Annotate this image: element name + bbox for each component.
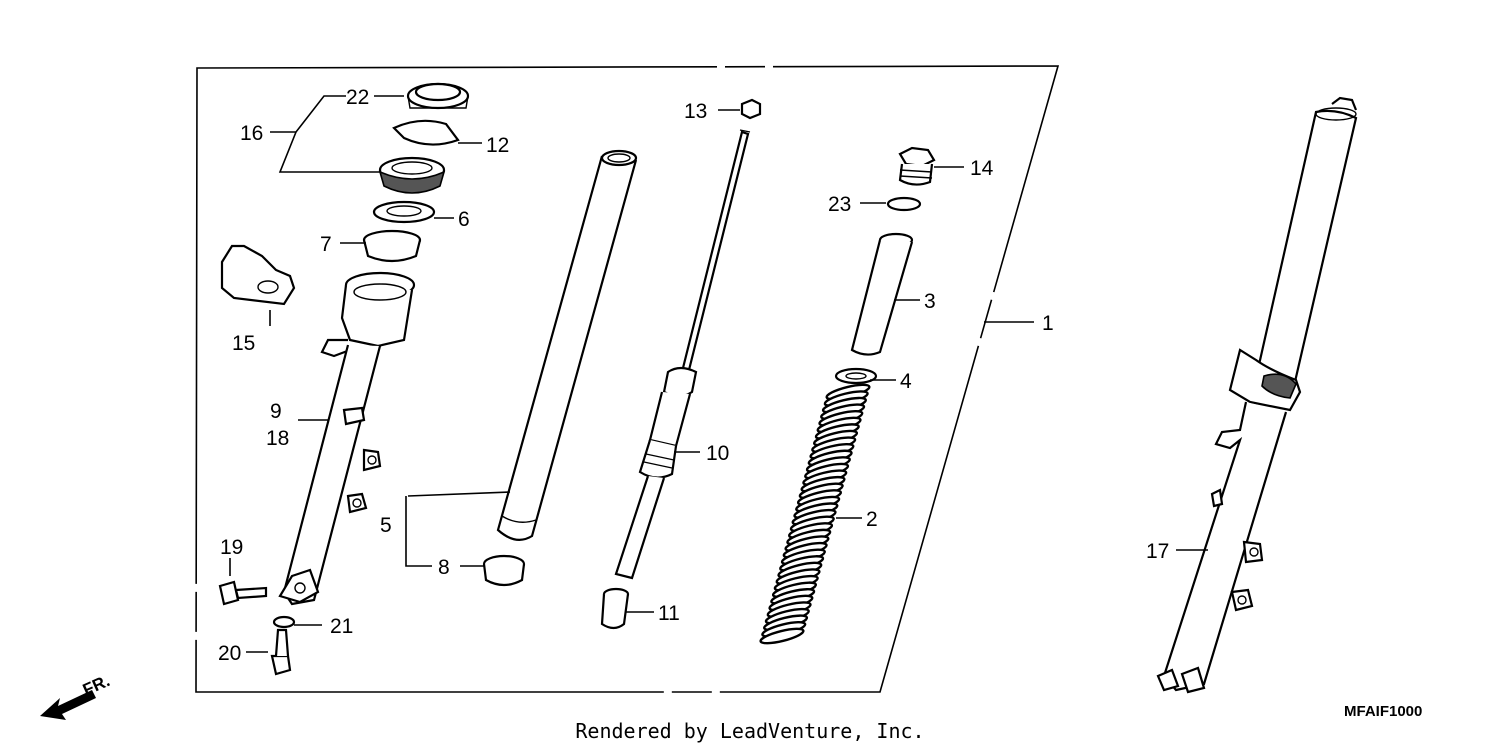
part-back-up-ring[interactable] xyxy=(372,200,436,224)
part-lock-nut[interactable] xyxy=(740,98,762,120)
part-fork-cover[interactable] xyxy=(220,244,296,306)
callout-21[interactable]: 21 xyxy=(330,615,353,638)
callout-20[interactable]: 20 xyxy=(218,642,241,665)
part-o-ring[interactable] xyxy=(886,196,922,212)
callout-9[interactable]: 9 xyxy=(270,400,282,423)
callout-23[interactable]: 23 xyxy=(828,193,851,216)
callout-6[interactable]: 6 xyxy=(458,208,470,231)
part-oil-seal[interactable] xyxy=(378,156,446,194)
callout-11[interactable]: 11 xyxy=(658,602,680,625)
part-fork-spring[interactable] xyxy=(759,382,871,646)
diagram-code: MFAIF1000 xyxy=(1344,703,1422,720)
callout-19[interactable]: 19 xyxy=(220,536,243,559)
callout-22[interactable]: 22 xyxy=(346,86,369,109)
callout-7[interactable]: 7 xyxy=(320,233,332,256)
part-guide-bushing[interactable] xyxy=(482,554,526,587)
callout-14[interactable]: 14 xyxy=(970,157,994,180)
callout-18[interactable]: 18 xyxy=(266,427,289,450)
callout-4[interactable]: 4 xyxy=(900,370,912,393)
part-oil-lock-piece[interactable] xyxy=(600,587,630,630)
part-spacer[interactable] xyxy=(850,232,914,356)
callout-10[interactable]: 10 xyxy=(706,442,729,465)
part-socket-bolt[interactable] xyxy=(270,628,292,676)
part-damper-rod[interactable] xyxy=(614,129,751,580)
callout-labels: 1 2 3 4 5 6 7 8 9 10 11 12 13 14 15 16 1… xyxy=(218,86,1169,665)
callout-3[interactable]: 3 xyxy=(924,290,936,313)
part-dust-seal[interactable] xyxy=(406,82,470,110)
callout-13[interactable]: 13 xyxy=(684,100,707,123)
callout-16[interactable]: 16 xyxy=(240,122,263,145)
part-slider-bushing[interactable] xyxy=(362,229,422,263)
callout-5[interactable]: 5 xyxy=(380,514,392,537)
part-spring-seat[interactable] xyxy=(834,367,878,385)
part-fork-assembly[interactable] xyxy=(1156,96,1358,694)
spring-coil xyxy=(759,627,805,645)
assembly-outline xyxy=(195,65,1060,693)
leader-lines xyxy=(229,95,1208,653)
part-stopper-ring[interactable] xyxy=(392,119,460,146)
direction-label: FR. xyxy=(80,671,113,699)
callout-2[interactable]: 2 xyxy=(866,508,878,531)
part-fork-pipe[interactable] xyxy=(496,149,638,541)
part-washer[interactable] xyxy=(272,615,296,629)
part-fork-slider[interactable] xyxy=(278,271,416,606)
footer-credit: Rendered by LeadVenture, Inc. xyxy=(575,719,924,743)
callout-17[interactable]: 17 xyxy=(1146,540,1169,563)
front-direction-arrow-icon: FR. xyxy=(40,671,113,720)
callout-8[interactable]: 8 xyxy=(438,556,450,579)
part-fork-bolt[interactable] xyxy=(898,146,936,186)
callout-15[interactable]: 15 xyxy=(232,332,255,355)
callout-1[interactable]: 1 xyxy=(1042,312,1054,335)
part-drain-bolt[interactable] xyxy=(218,580,268,606)
callout-12[interactable]: 12 xyxy=(486,134,509,157)
